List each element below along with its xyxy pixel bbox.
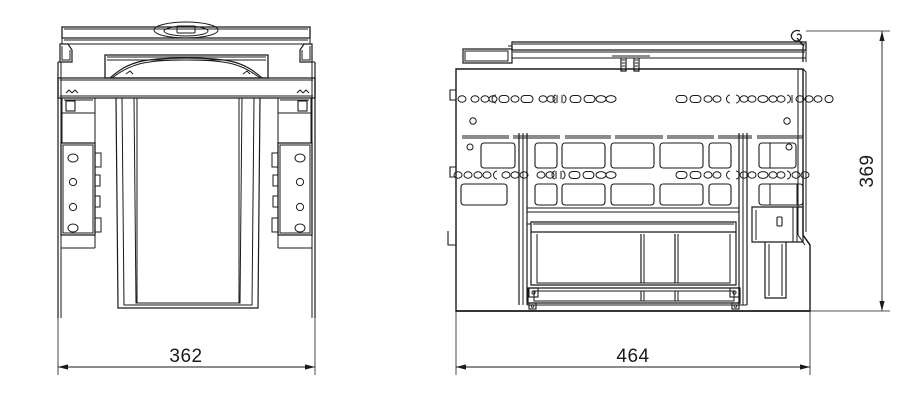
- side-rib-line-upper: [462, 135, 803, 139]
- side-perforation-row-lower: [453, 170, 810, 180]
- dimension-369-label: 369: [857, 154, 878, 187]
- side-elevation-view: [447, 29, 834, 312]
- front-top-oval-emblem: [153, 21, 219, 39]
- side-top-rail: [511, 41, 807, 59]
- dimension-362: [57, 318, 316, 375]
- front-cross-beam: [57, 77, 316, 99]
- side-drawer-frame-upper: [527, 221, 737, 286]
- side-right-latch-housing: [751, 206, 804, 299]
- dimension-464: [455, 311, 811, 375]
- side-chassis-outline: [447, 68, 811, 312]
- side-drawer-frame-lower: [527, 287, 747, 310]
- front-top-corner-clip-right: [299, 43, 313, 63]
- front-slide-rail-left: [61, 89, 96, 143]
- dimension-464-label: 464: [616, 346, 649, 367]
- dimension-369: [806, 30, 890, 312]
- side-mid-shelf: [527, 207, 739, 213]
- front-elevation-view: [57, 21, 316, 318]
- front-slide-rail-right: [277, 89, 312, 143]
- front-bracket-plate-left: [60, 142, 102, 249]
- side-top-right-hook-icon: [790, 29, 807, 62]
- front-container-body: [115, 97, 261, 309]
- side-perforation-row-upper: [457, 94, 834, 104]
- side-slot-panel-row-lower: [460, 183, 804, 206]
- dimension-362-label: 362: [169, 346, 202, 367]
- side-center-pins: [612, 55, 650, 72]
- front-inner-lid-panel: [104, 54, 269, 79]
- front-lid-hinge-left: [125, 70, 134, 75]
- front-outer-frame: [57, 61, 316, 318]
- side-divider-columns: [518, 133, 748, 305]
- front-bracket-plate-right: [271, 142, 313, 249]
- side-top-left-tab: [462, 45, 513, 64]
- side-slot-panel-row-upper: [466, 142, 797, 169]
- front-top-corner-clip-left: [59, 43, 73, 63]
- side-pilot-holes-upper: [469, 117, 791, 125]
- front-lid-hinge-right: [242, 70, 251, 75]
- side-right-edge-detail: [797, 234, 811, 246]
